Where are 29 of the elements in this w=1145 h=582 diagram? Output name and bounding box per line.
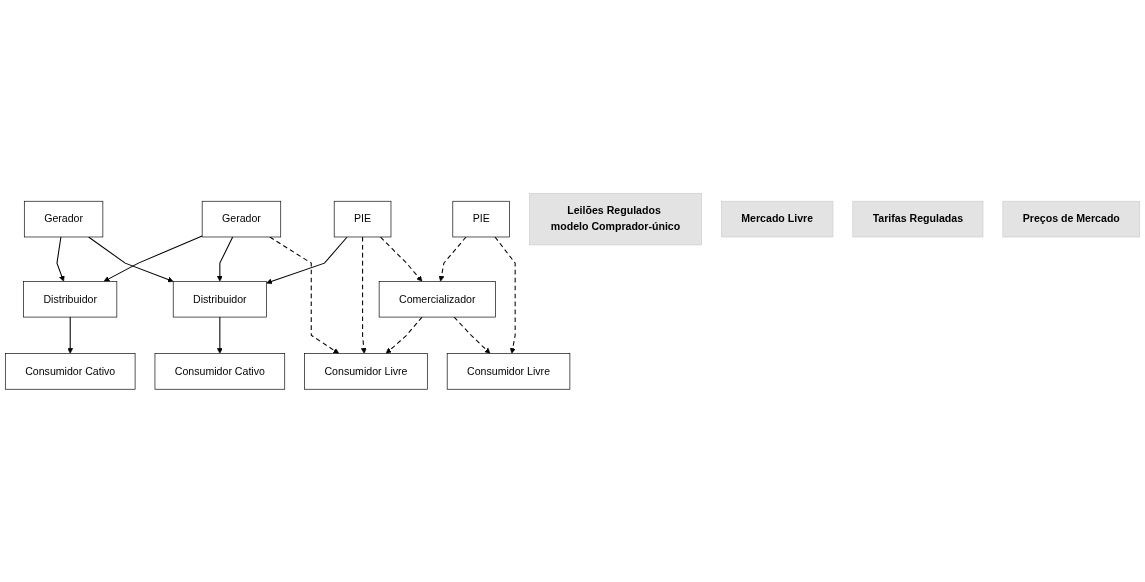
node-box: Tarifas Reguladas [852,200,984,238]
node-box: Leilões Regulados modelo Comprador-único [529,192,702,245]
node-box: Consumidor Livre [446,352,571,390]
arrow [67,316,74,354]
node-box: Distribuidor [172,280,267,318]
arrow [453,316,491,354]
arrow [379,236,423,282]
arrow [103,235,203,282]
arrow [385,316,423,354]
arrow [269,236,340,354]
node-box: Distribuidor [23,280,118,318]
arrow [494,236,516,354]
arrow [56,236,65,282]
arrow [216,236,234,282]
node-box: Mercado Livre [721,200,834,238]
arrow [88,236,174,282]
node-box: Preços de Mercado [1002,200,1140,238]
arrow [438,236,467,282]
node-box: Gerador [201,200,282,238]
arrow [216,316,223,354]
node-box: Gerador [23,200,104,238]
node-box: PIE [333,200,392,238]
arrow [266,236,348,284]
node-box: Comercializador [378,280,496,318]
node-box: Consumidor Livre [304,352,428,390]
node-box: Consumidor Cativo [154,352,286,390]
arrow [360,236,367,354]
node-box: Consumidor Cativo [4,352,136,390]
node-box: PIE [452,200,510,238]
